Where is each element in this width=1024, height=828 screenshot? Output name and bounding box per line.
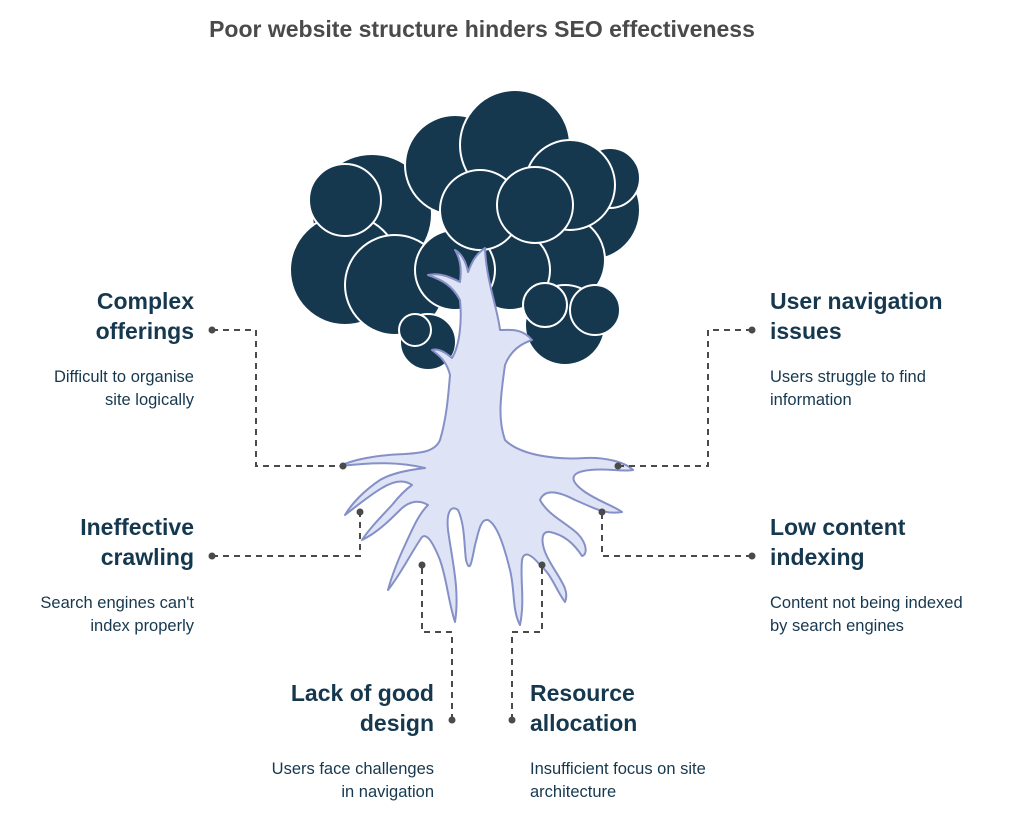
dot-design-end: [448, 716, 456, 724]
connector-user: [618, 329, 752, 467]
dot-crawling-end: [208, 552, 216, 560]
connector-dots: [208, 326, 756, 724]
connector-resource: [511, 565, 543, 720]
connector-indexing: [601, 512, 752, 557]
connector-crawling: [212, 512, 361, 557]
dot-resource-root: [538, 561, 546, 569]
cause-heading: User navigation issues: [770, 288, 943, 344]
cause-user-navigation-issues: User navigation issues Users struggle to…: [770, 286, 1010, 412]
dot-resource-end: [508, 716, 516, 724]
dot-crawling-root: [356, 508, 364, 516]
cause-heading: Resource allocation: [530, 680, 638, 736]
cause-description: Users face challenges in navigation: [271, 760, 434, 801]
cause-resource-allocation: Resource allocation Insufficient focus o…: [530, 678, 770, 804]
connector-complex: [212, 329, 343, 467]
cause-description: Insufficient focus on site architecture: [530, 760, 706, 801]
dot-indexing-root: [598, 508, 606, 516]
cause-heading: Lack of good design: [290, 680, 434, 736]
dot-user-end: [748, 326, 756, 334]
cause-low-content-indexing: Low content indexing Content not being i…: [770, 512, 1010, 638]
cause-description: Search engines can't index properly: [40, 594, 194, 635]
cause-ineffective-crawling: Ineffective crawling Search engines can'…: [0, 512, 194, 638]
cause-lack-of-good-design: Lack of good design Users face challenge…: [194, 678, 434, 804]
cause-heading: Low content indexing: [770, 514, 906, 570]
dot-indexing-end: [748, 552, 756, 560]
tree-trunk: [339, 247, 634, 626]
dot-user-root: [614, 462, 622, 470]
dot-complex-root: [339, 462, 347, 470]
cause-description: Difficult to organise site logically: [53, 368, 194, 409]
dot-complex-end: [208, 326, 216, 334]
diagram-title: Poor website structure hinders SEO effec…: [209, 16, 755, 42]
cause-complex-offerings: Complex offerings Difficult to organise …: [0, 286, 194, 412]
dot-design-root: [418, 561, 426, 569]
cause-heading: Complex offerings: [95, 288, 194, 344]
tree-icon: [289, 89, 641, 626]
cause-description: Users struggle to find information: [770, 368, 926, 409]
cause-description: Content not being indexed by search engi…: [770, 594, 963, 635]
connectors: [212, 329, 752, 720]
cause-heading: Ineffective crawling: [80, 514, 194, 570]
connector-design: [421, 565, 453, 720]
